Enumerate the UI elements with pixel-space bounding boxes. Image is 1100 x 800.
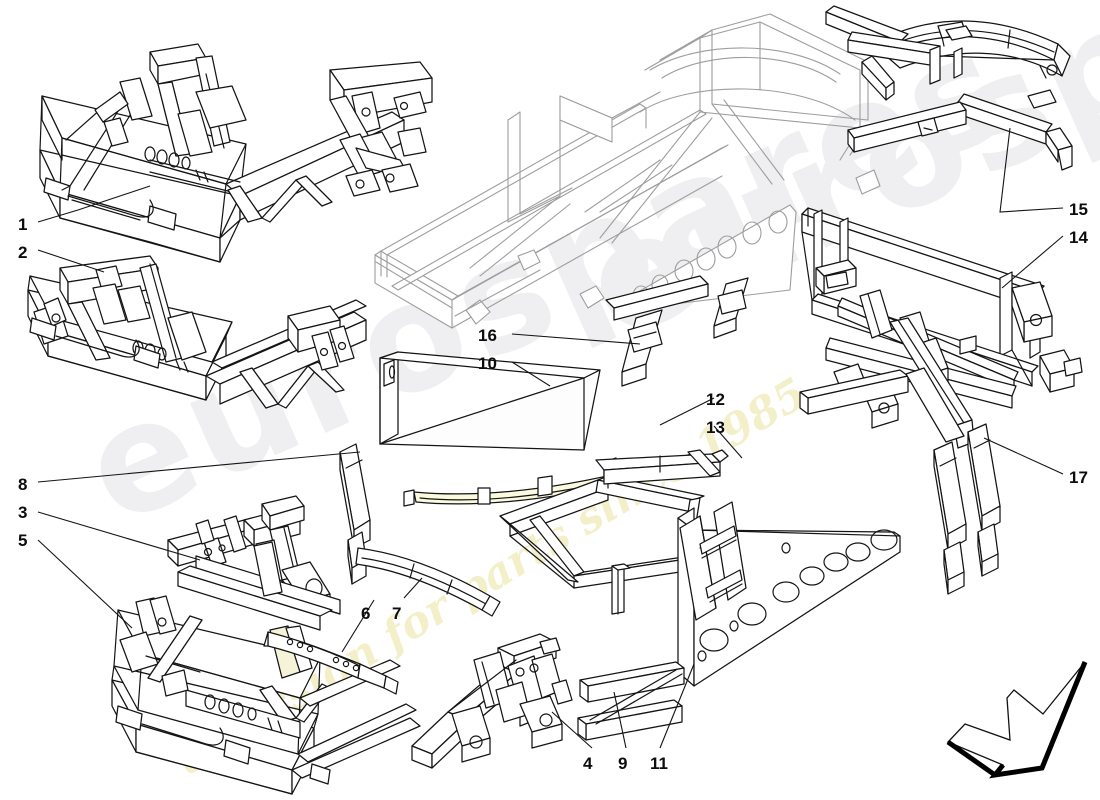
- part-11-sill-panel: [677, 501, 901, 687]
- part-14-rear-subframe: [799, 207, 1083, 449]
- callout-14[interactable]: 14: [1069, 228, 1088, 247]
- part-4-suspension-mount: [411, 633, 573, 769]
- callout-1[interactable]: 1: [18, 215, 28, 234]
- callout-6[interactable]: 6: [361, 604, 371, 623]
- callout-3[interactable]: 3: [18, 503, 28, 522]
- callout-15[interactable]: 15: [1069, 200, 1088, 219]
- callout-17[interactable]: 17: [1069, 468, 1088, 487]
- callout-10[interactable]: 10: [478, 354, 497, 373]
- part-10-floor-panel: [379, 351, 601, 451]
- callout-5[interactable]: 5: [18, 531, 28, 550]
- part-17-pillars: [933, 423, 1001, 595]
- part-9-short-beams: [577, 661, 685, 741]
- part-1-front-frame-assembly: [39, 43, 433, 263]
- callout-4[interactable]: 4: [583, 754, 593, 773]
- callout-11[interactable]: 11: [650, 754, 668, 773]
- callout-16[interactable]: 16: [478, 326, 497, 345]
- ghost-chassis-assembly: [374, 13, 881, 329]
- part-13-crossbar: [595, 449, 729, 485]
- part-5-rear-frame-assembly: [111, 595, 421, 795]
- callout-7[interactable]: 7: [392, 604, 402, 623]
- part-6-bumper-bar: [263, 631, 399, 695]
- callout-2[interactable]: 2: [18, 243, 28, 262]
- callout-8[interactable]: 8: [18, 475, 28, 494]
- callout-9[interactable]: 9: [618, 754, 628, 773]
- part-15-roof-rail-assembly: [825, 5, 1073, 171]
- callout-12[interactable]: 12: [706, 390, 725, 409]
- part-16-bracket: [605, 275, 749, 387]
- callout-13[interactable]: 13: [706, 418, 725, 437]
- part-7-curved-member: [355, 547, 501, 617]
- part-13-triangular-brace: [499, 475, 705, 615]
- direction-arrow-shape: [946, 661, 1088, 779]
- part-2-frame-assembly: [27, 255, 367, 409]
- callout-leader-lines: [37, 127, 1064, 749]
- part-3-crossmember-assembly: [167, 495, 341, 631]
